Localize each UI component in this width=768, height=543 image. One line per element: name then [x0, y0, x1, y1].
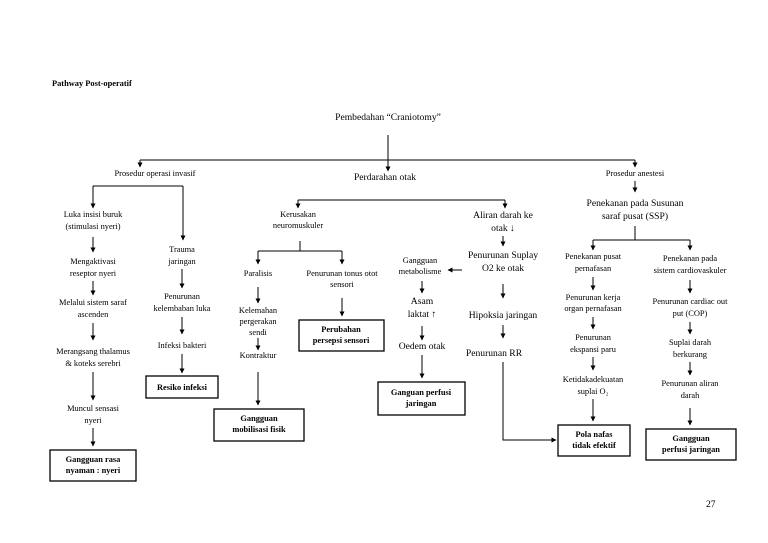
branch-left: Prosedur operasi invasif [115, 169, 196, 178]
node-infeksi-bakteri: Infeksi bakteri [158, 341, 207, 350]
branch-right: Prosedur anestesi [606, 169, 665, 178]
left-branch-connectors [90, 185, 186, 447]
page-heading: Pathway Post-operatif [52, 79, 132, 88]
page-number: 27 [706, 499, 716, 510]
svg-text:Resiko infeksi: Resiko infeksi [157, 383, 208, 392]
middle-branch-connectors [255, 199, 557, 443]
branch-middle: Perdarahan otak [354, 172, 416, 183]
node-oedem-otak: Oedem otak [399, 341, 446, 352]
node-paralisis: Paralisis [244, 269, 272, 278]
node-kontraktur: Kontraktur [240, 351, 277, 360]
dx-resiko-infeksi: Resiko infeksi [145, 375, 219, 399]
node-luka-insisi: Luka insisi buruk(stimulasi nyeri) [64, 210, 123, 231]
right-branch-connectors [590, 181, 693, 426]
root-connectors [137, 135, 638, 172]
node-merangsang: Merangsang thalamus& koteks serebri [56, 347, 130, 368]
node-penurunan-rr: Penurunan RR [466, 348, 523, 359]
node-hipoksia-jaringan: Hipoksia jaringan [469, 310, 538, 321]
root-node: Pembedahan “Craniotomy” [335, 112, 441, 123]
